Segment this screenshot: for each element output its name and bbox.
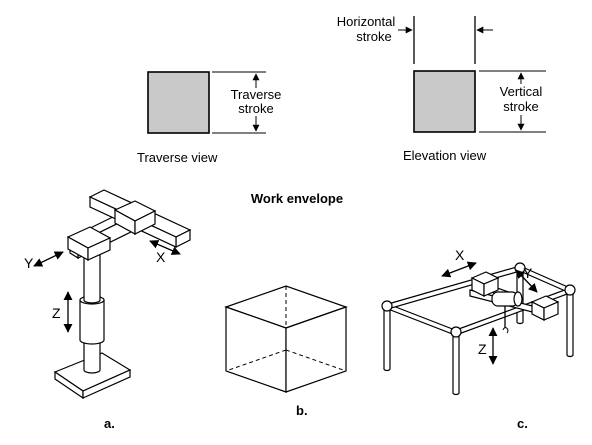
robot-a-caption: a. [104,416,115,431]
cube-hidden-edge-right [285,349,347,372]
work-envelope-title: Work envelope [251,191,343,206]
robot-a-upper-column [83,251,101,304]
gantry-joint-right [564,284,576,296]
cube-caption: b. [296,403,308,418]
robot-a-head-block-side [134,210,156,235]
gantry-hook [502,327,509,334]
robot-c-x-arrow [441,261,477,278]
robot-a-z-label: Z [52,305,61,321]
cube-envelope: b. [224,285,348,418]
traverse-stroke-label-1: Traverse [231,87,282,102]
horizontal-stroke-label-1: Horizontal [337,14,396,29]
robot-a-lower-column [83,339,101,374]
elevation-view: Horizontal stroke Vertical stroke Elevat… [337,14,546,163]
gantry-carriage-left-side [483,277,499,297]
traverse-envelope-square [147,71,210,134]
gantry-leg-front-middle [452,331,460,396]
robot-a-x-label: X [156,249,166,265]
robot-c-y-label: Y [523,265,533,281]
robot-c-caption: c. [517,416,528,431]
vertical-stroke-label-1: Vertical [500,84,543,99]
robot-a-base-side [82,369,131,399]
gantry-joint-front [450,326,462,338]
robot-c-z-label: Z [478,341,487,357]
gantry-rail-front [387,303,456,336]
elevation-view-label: Elevation view [403,148,487,163]
robot-c-x-label: X [455,247,465,263]
gantry-robot: X Y Z c. [381,247,576,431]
vertical-stroke-label-2: stroke [503,99,538,114]
robot-a-sleeve [79,299,105,345]
elevation-envelope-square [413,70,476,133]
gantry-leg-front-left [383,305,391,372]
traverse-stroke-label-2: stroke [238,101,273,116]
robot-a-arm-block-side [87,237,111,261]
gantry-carriage-right-side [543,301,559,321]
robot-a-x-arrow [149,240,181,255]
gantry-joint-left [381,300,393,312]
horizontal-stroke-label-2: stroke [356,29,391,44]
gantry-leg-front-right [566,289,574,358]
gantry-motor-end [513,291,523,307]
robot-a-y-arrow [33,251,64,267]
robot-a-y-label: Y [24,255,34,271]
traverse-view: Traverse stroke Traverse view [137,71,282,165]
traverse-view-label: Traverse view [137,150,218,165]
robot-c-y-arrow [515,269,538,293]
cube-hidden-edge-left [225,349,287,372]
cylindrical-robot: Y X Z a. [24,189,192,431]
